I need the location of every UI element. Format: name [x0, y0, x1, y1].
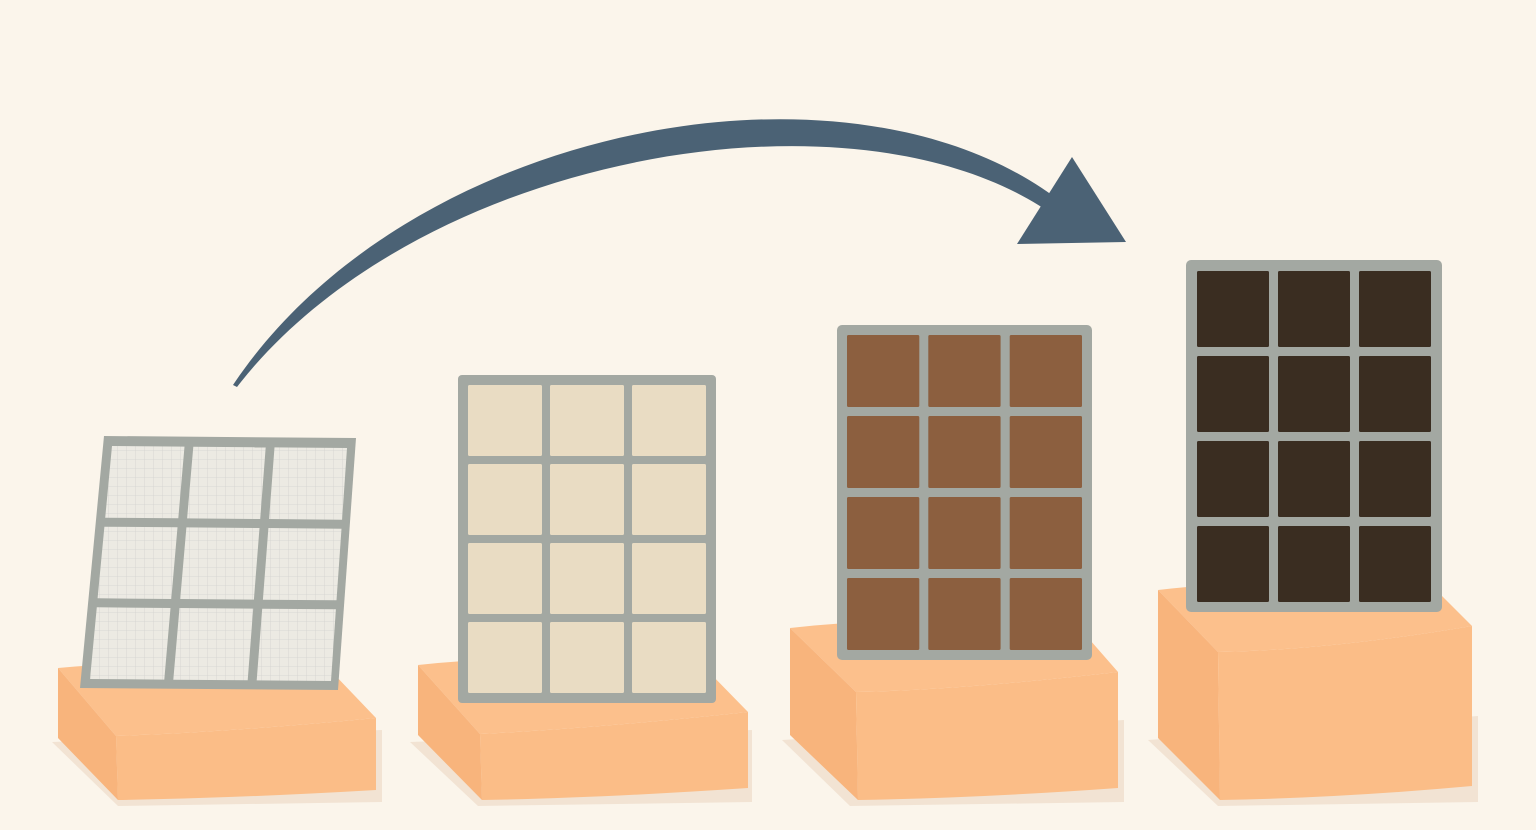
panel-3-cell	[847, 416, 920, 488]
panel-4-cell	[1278, 526, 1350, 602]
panel-3-cell	[928, 416, 1001, 488]
panel-1	[80, 436, 356, 690]
panel-4-cell	[1197, 526, 1269, 602]
panel-1-cell	[187, 446, 266, 519]
panel-4-cell	[1278, 441, 1350, 517]
panel-2	[458, 375, 716, 703]
panel-3-cell	[1009, 497, 1082, 569]
panel-3-cell	[928, 497, 1001, 569]
panel-2-cell	[550, 543, 624, 614]
panel-2-cell	[550, 385, 624, 456]
curved-arrow-icon	[233, 119, 1126, 387]
stage-4	[1148, 260, 1478, 806]
panel-4-cell	[1359, 526, 1431, 602]
panel-4-cell	[1359, 441, 1431, 517]
panel-2-cell	[468, 622, 542, 693]
pedestal-4	[1148, 581, 1478, 806]
panel-1-cell	[262, 528, 342, 601]
panel-3-cell	[928, 335, 1001, 407]
panel-4-cell	[1359, 271, 1431, 347]
panel-3-cell	[1009, 335, 1082, 407]
panel-3-cell	[928, 578, 1001, 650]
panel-2-cell	[632, 385, 706, 456]
panel-4-cell	[1197, 356, 1269, 432]
panel-1-cell	[105, 446, 185, 519]
panel-2-cell	[632, 622, 706, 693]
panel-3-cell	[847, 497, 920, 569]
panel-2-cell	[468, 543, 542, 614]
panel-2-cell	[550, 464, 624, 535]
panel-2-cell	[632, 543, 706, 614]
panel-3-cell	[847, 335, 920, 407]
panel-3-cell	[847, 578, 920, 650]
stage-2	[410, 375, 752, 806]
stage-3	[782, 325, 1124, 806]
panel-3-cell	[1009, 416, 1082, 488]
panel-2-cell	[468, 385, 542, 456]
panel-1-cell	[173, 608, 254, 681]
panel-2-cell	[468, 464, 542, 535]
panel-1-cell	[90, 607, 171, 680]
panel-4-cell	[1278, 271, 1350, 347]
panel-4-cell	[1278, 356, 1350, 432]
panel-2-cell	[632, 464, 706, 535]
panel-1-cell	[256, 608, 336, 681]
panel-4	[1186, 260, 1442, 612]
panel-3-cell	[1009, 578, 1082, 650]
panel-4-cell	[1359, 356, 1431, 432]
panel-4-cell	[1197, 271, 1269, 347]
panel-1-cell	[180, 527, 260, 600]
panel-4-cell	[1197, 441, 1269, 517]
panel-1-cell	[97, 526, 178, 599]
stage-1	[52, 436, 382, 806]
panel-1-cell	[269, 447, 347, 520]
panel-2-cell	[550, 622, 624, 693]
panel-3	[837, 325, 1092, 660]
